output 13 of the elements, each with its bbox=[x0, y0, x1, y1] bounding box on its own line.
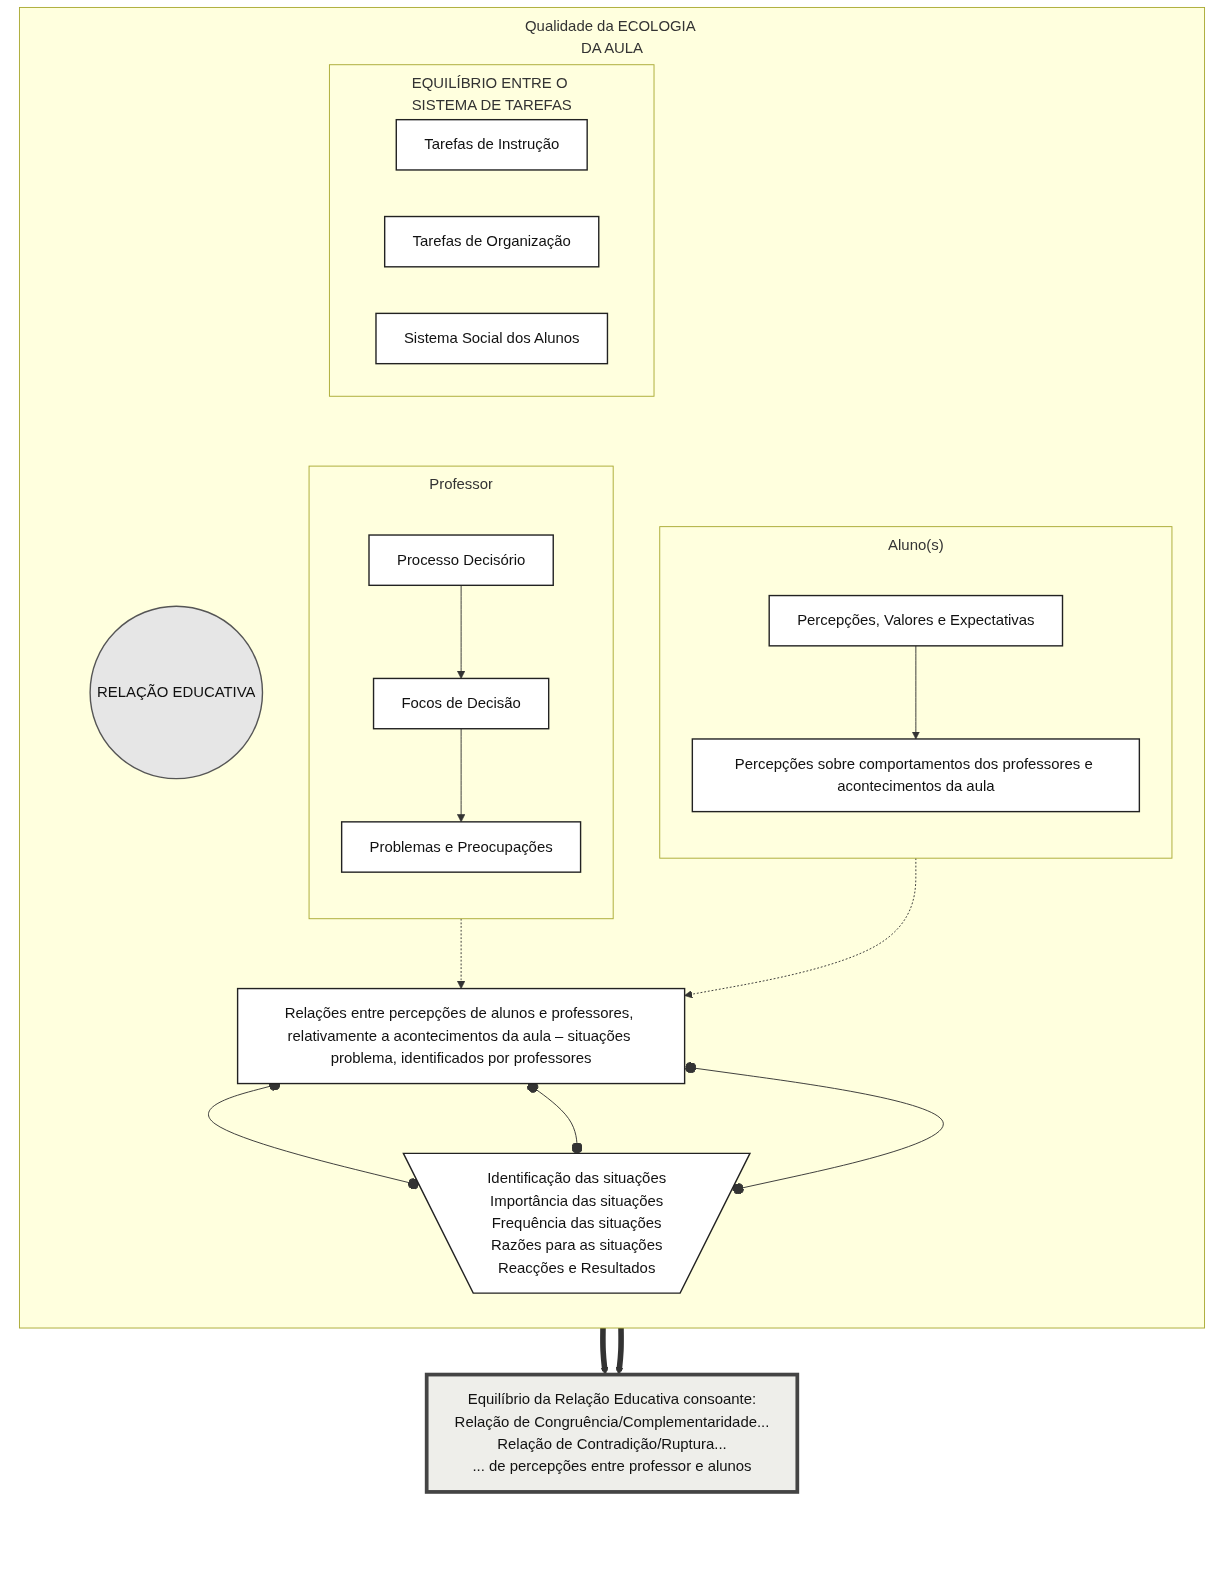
node-box: Relações entre percepções de alunos e professores, relativamente a acontecimentos da aula – situações problema, identificados por professores bbox=[236, 987, 685, 1085]
node-box: Tarefas de Instrução bbox=[395, 118, 588, 171]
arrow bbox=[614, 1328, 624, 1375]
node-box: Processo Decisório bbox=[367, 534, 554, 587]
node-box: Sistema Social dos Alunos bbox=[374, 312, 608, 365]
node-box: Percepções sobre comportamentos dos professores e acontecimentos da aula bbox=[691, 738, 1140, 813]
arrow bbox=[599, 1328, 609, 1375]
node-box: Tarefas de Organização bbox=[383, 215, 599, 268]
node-box: Focos de Decisão bbox=[372, 677, 549, 730]
node-box: Equilíbrio da Relação Educativa consoante: Relação de Congruência/Complementaridade... Relação de Contradição/Ruptura... ... de percepções entre professor e alunos bbox=[424, 1372, 799, 1494]
node-box: Percepções, Valores e Expectativas bbox=[768, 594, 1063, 647]
node-box: Problemas e Preocupações bbox=[340, 821, 581, 873]
node-circle: RELAÇÃO EDUCATIVA bbox=[88, 605, 263, 780]
